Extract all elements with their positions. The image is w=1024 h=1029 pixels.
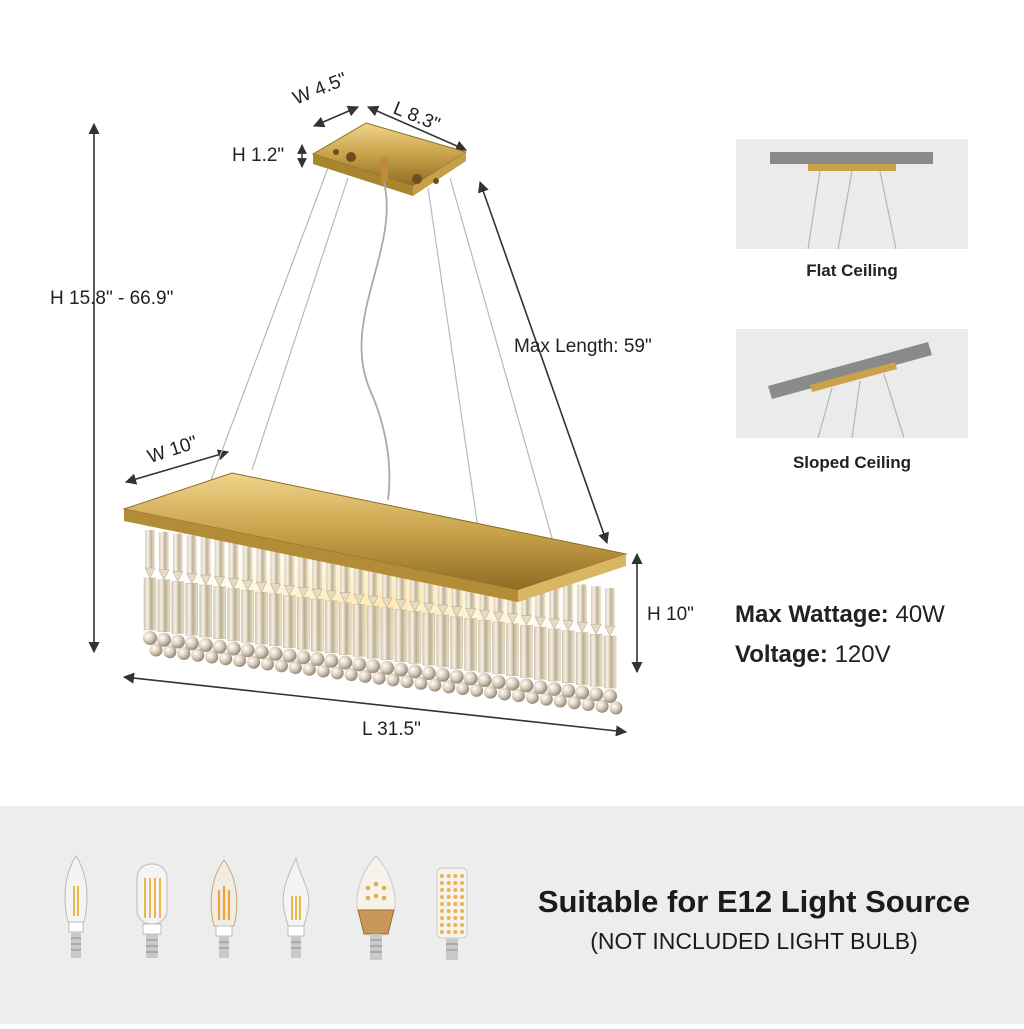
sloped-ceiling-panel xyxy=(736,329,968,439)
wattage-value: 40W xyxy=(895,601,945,628)
candle-filament-bulb-icon xyxy=(64,855,88,958)
body-height-label: H 10" xyxy=(647,604,694,625)
chandelier-body xyxy=(122,472,628,715)
bulb-not-included-note: (NOT INCLUDED LIGHT BULB) xyxy=(590,928,918,954)
voltage-spec: Voltage: 120V xyxy=(735,641,891,669)
gold-candle-led-bulb-icon xyxy=(356,855,396,960)
voltage-label: Voltage: xyxy=(735,641,828,668)
flame-tip-bulb-icon xyxy=(282,856,310,958)
wattage-spec: Max Wattage: 40W xyxy=(735,601,945,629)
canopy-length-arrow xyxy=(366,105,468,152)
wattage-label: Max Wattage: xyxy=(735,601,889,628)
canopy-width-arrow xyxy=(312,105,360,128)
body-length-label: L 31.5" xyxy=(362,719,421,740)
candle-led-bulb-icon xyxy=(210,859,238,958)
flat-ceiling-panel xyxy=(736,139,968,250)
body-width-arrow xyxy=(124,449,230,485)
corn-led-bulb-icon xyxy=(436,867,468,960)
canopy-height-label: H 1.2" xyxy=(232,145,285,166)
sloped-ceiling-label: Sloped Ceiling xyxy=(792,453,912,472)
tubular-filament-bulb-icon xyxy=(136,863,168,958)
body-length-arrow xyxy=(122,672,628,737)
canopy xyxy=(311,122,468,196)
flat-ceiling-label: Flat Ceiling xyxy=(806,261,898,280)
max-length-arrow xyxy=(478,180,609,545)
bulb-row xyxy=(64,855,468,960)
suspension-wires xyxy=(207,167,553,539)
voltage-value: 120V xyxy=(834,641,891,668)
max-length-label: Max Length: 59" xyxy=(514,336,652,357)
bulb-compatibility-band: Suitable for E12 Light Source (NOT INCLU… xyxy=(0,806,1024,1024)
bulb-compatibility-title: Suitable for E12 Light Source xyxy=(537,884,971,919)
overall-height-label: H 15.8" - 66.9" xyxy=(50,288,174,309)
